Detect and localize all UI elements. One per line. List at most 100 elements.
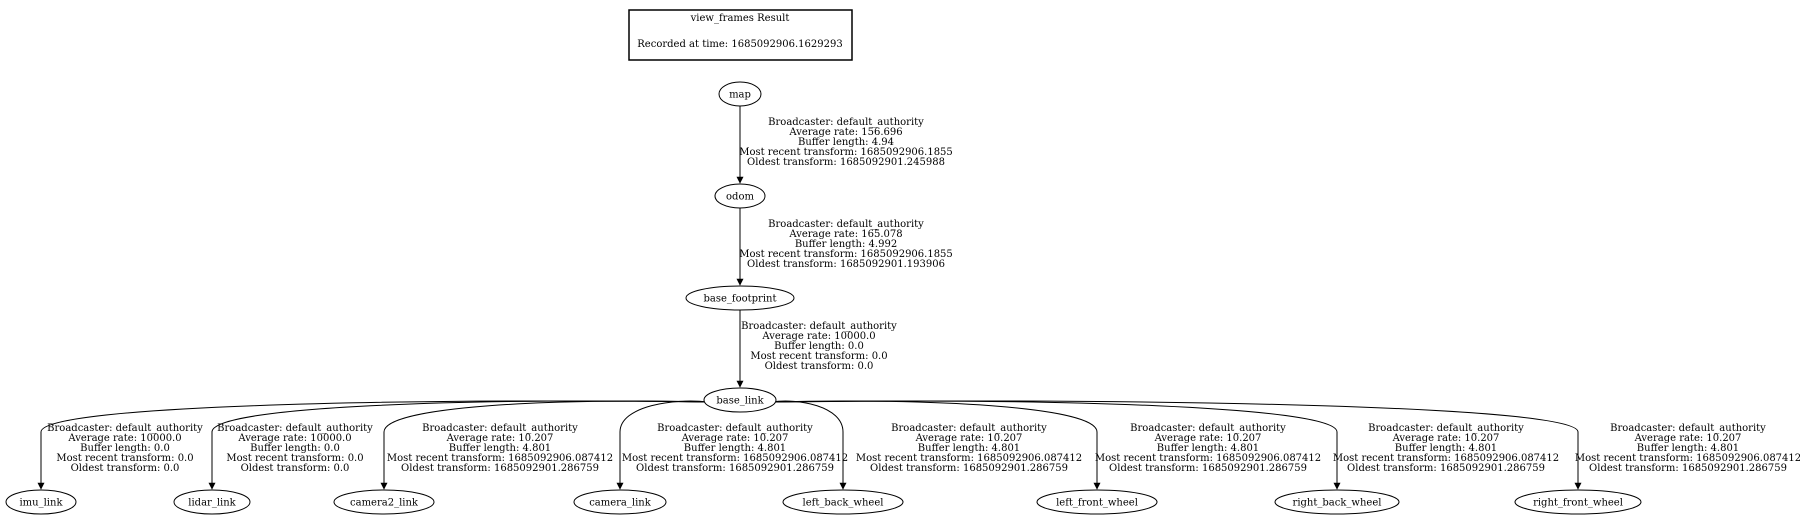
edge-label-line: Buffer length: 4.992 (794, 239, 898, 250)
edge-label-line: Broadcaster: default_authority (1130, 423, 1286, 434)
edge-label-line: Buffer length: 4.801 (1394, 443, 1498, 454)
edge-label-line: Buffer length: 4.801 (1636, 443, 1740, 454)
edge-label-line: Buffer length: 4.801 (917, 443, 1021, 454)
node-left_back_wheel: left_back_wheel (782, 489, 904, 515)
edge-label-line: Oldest transform: 1685092901.193906 (747, 259, 945, 270)
edge-label-line: Buffer length: 4.801 (448, 443, 552, 454)
edge-label-line: Broadcaster: default_authority (768, 219, 924, 230)
node-label: base_footprint (703, 294, 776, 305)
edge-label-line: Average rate: 10.207 (1392, 433, 1500, 444)
edge-label-line: Buffer length: 0.0 (250, 443, 340, 454)
edge-label-line: Oldest transform: 1685092901.286759 (401, 463, 599, 474)
edge-base_link-to-right_front_wheel (771, 400, 1582, 490)
node-label: map (729, 90, 751, 101)
node-label: base_link (716, 396, 764, 407)
edge-label-line: Oldest transform: 1685092901.245988 (747, 157, 945, 168)
edge-label-line: Most recent transform: 1685092906.087412 (1332, 453, 1560, 464)
node-lidar_link: lidar_link (173, 489, 251, 515)
node-label: left_back_wheel (803, 498, 884, 509)
edge-label-line: Broadcaster: default_authority (768, 117, 924, 128)
edge-label-line: Most recent transform: 1685092906.087412 (621, 453, 849, 464)
node-ellipse (1274, 489, 1400, 515)
node-right_front_wheel: right_front_wheel (1514, 489, 1642, 515)
edge-paths (37, 106, 1582, 490)
edge-label-line: Average rate: 10000.0 (68, 433, 182, 444)
edge-label-line: Most recent transform: 0.0 (226, 453, 364, 464)
edge-label-line: Average rate: 10.207 (1154, 433, 1262, 444)
edge-label-line: Buffer length: 4.94 (797, 137, 894, 148)
edge-label-line: Average rate: 156.696 (789, 127, 903, 138)
node-label: left_front_wheel (1056, 498, 1138, 509)
edge-label-line: Oldest transform: 1685092901.286759 (1347, 463, 1545, 474)
node-label: camera2_link (350, 498, 419, 509)
node-shapes: map odom base_footprint base_link imu_link li… (5, 81, 1642, 515)
node-label: camera_link (589, 498, 652, 509)
edge-label-line: Broadcaster: default_authority (891, 423, 1047, 434)
edge-label-line: Broadcaster: default_authority (217, 423, 373, 434)
node-left_front_wheel: left_front_wheel (1036, 489, 1158, 515)
edge-label-line: Most recent transform: 1685092906.1855 (739, 147, 953, 158)
edge-label-line: Oldest transform: 1685092901.286759 (870, 463, 1068, 474)
node-ellipse (333, 489, 435, 515)
node-label: right_front_wheel (1533, 498, 1623, 509)
node-ellipse (718, 81, 762, 107)
node-ellipse (1514, 489, 1642, 515)
edge-label-line: Buffer length: 0.0 (774, 341, 864, 352)
node-base_footprint: base_footprint (685, 285, 795, 311)
edge-label-line: Most recent transform: 1685092906.087412 (1094, 453, 1322, 464)
node-ellipse (685, 285, 795, 311)
edge-label-line: Buffer length: 4.801 (1156, 443, 1260, 454)
node-ellipse (714, 183, 766, 209)
edge-label-line: Broadcaster: default_authority (1610, 423, 1766, 434)
edge-label-line: Broadcaster: default_authority (47, 423, 203, 434)
edge-label-line: Most recent transform: 0.0 (750, 351, 888, 362)
edge-label-line: Broadcaster: default_authority (422, 423, 578, 434)
edge-label-line: Oldest transform: 0.0 (240, 463, 350, 474)
node-label: lidar_link (188, 498, 236, 509)
node-label: odom (726, 192, 754, 203)
edge-label-line: Oldest transform: 1685092901.286759 (636, 463, 834, 474)
edge-label-line: Oldest transform: 0.0 (764, 361, 874, 372)
edge-label-line: Most recent transform: 1685092906.087412 (1574, 453, 1800, 464)
node-camera_link: camera_link (573, 489, 667, 515)
title-recorded-time: Recorded at time: 1685092906.1629293 (637, 39, 842, 50)
edge-base_link-to-camera_link (616, 400, 709, 490)
edge-label-line: Average rate: 10.207 (915, 433, 1023, 444)
edge-label-line: Broadcaster: default_authority (657, 423, 813, 434)
title-box: view_frames Result Recorded at time: 168… (628, 9, 853, 61)
node-ellipse (703, 387, 777, 413)
node-ellipse (573, 489, 667, 515)
edge-label-line: Buffer length: 4.801 (683, 443, 787, 454)
edge-label-line: Oldest transform: 1685092901.286759 (1589, 463, 1787, 474)
edge-label-line: Most recent transform: 1685092906.087412 (386, 453, 614, 464)
node-odom: odom (714, 183, 766, 209)
edge-base_link-to-left_back_wheel (771, 400, 847, 490)
edge-base_link-to-camera2_link (380, 400, 709, 490)
edge-label-line: Buffer length: 0.0 (80, 443, 170, 454)
edge-label-line: Most recent transform: 1685092906.1855 (739, 249, 953, 260)
node-label: right_back_wheel (1293, 498, 1382, 509)
edge-label-line: Average rate: 10.207 (1634, 433, 1742, 444)
node-ellipse (5, 489, 77, 515)
edge-label-line: Average rate: 165.078 (789, 229, 903, 240)
node-right_back_wheel: right_back_wheel (1274, 489, 1400, 515)
edge-label-line: Oldest transform: 0.0 (70, 463, 180, 474)
node-label: imu_link (19, 498, 63, 509)
node-ellipse (173, 489, 251, 515)
node-camera2_link: camera2_link (333, 489, 435, 515)
edge-label-line: Broadcaster: default_authority (1368, 423, 1524, 434)
node-ellipse (782, 489, 904, 515)
edge-label-line: Oldest transform: 1685092901.286759 (1109, 463, 1307, 474)
